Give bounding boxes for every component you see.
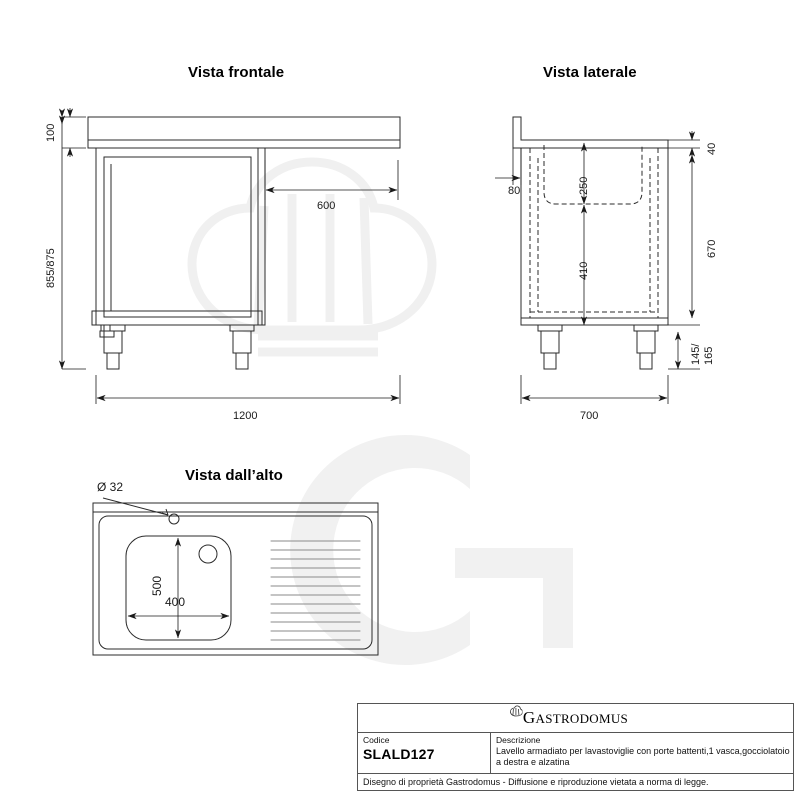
dim-top-hole-diameter: Ø 32 [97, 480, 124, 494]
code-label: Codice [363, 735, 390, 745]
description-label: Descrizione [496, 735, 541, 745]
brand-logo: GASTRODOMUS [509, 705, 629, 731]
dim-front-width: 1200 [233, 410, 258, 422]
title-block-middle: Codice SLALD127 Descrizione Lavello arma… [358, 733, 793, 774]
description-value: Lavello armadiato per lavastoviglie con … [496, 746, 790, 767]
dim-side-top-thickness: 40 [706, 142, 718, 155]
view-title-front: Vista frontale [188, 64, 285, 81]
copyright-footer: Disegno di proprietà Gastrodomus - Diffu… [363, 777, 709, 787]
dim-side-body-height: 670 [706, 239, 718, 258]
chef-hat-icon [509, 705, 522, 717]
brand-initial: G [522, 708, 536, 727]
title-block: GASTRODOMUS Codice SLALD127 Descrizione … [357, 703, 794, 791]
dim-side-basin-depth: 250 [578, 176, 590, 195]
view-title-top: Vista dall’alto [185, 467, 283, 484]
dim-side-splash-depth: 80 [508, 185, 521, 197]
title-block-logo-row: GASTRODOMUS [358, 704, 793, 733]
dim-front-cabinet-offset: 600 [317, 200, 336, 212]
dim-top-basin-width: 400 [165, 595, 186, 609]
dim-side-leg-height-2: 165 [703, 346, 715, 365]
dim-top-basin-height: 500 [150, 575, 164, 596]
view-title-side: Vista laterale [543, 64, 637, 81]
dim-side-under-basin: 410 [578, 261, 590, 280]
code-value: SLALD127 [363, 746, 435, 762]
dim-side-leg-height-1: 145/ [690, 343, 702, 365]
description-cell: Descrizione Lavello armadiato per lavast… [491, 733, 793, 773]
dim-front-splash-height: 100 [45, 123, 57, 142]
brand-rest: ASTRODOMUS [535, 711, 629, 726]
dim-front-total-height: 855/875 [45, 248, 57, 288]
dim-side-depth: 700 [580, 410, 599, 422]
code-cell: Codice SLALD127 [358, 733, 491, 773]
